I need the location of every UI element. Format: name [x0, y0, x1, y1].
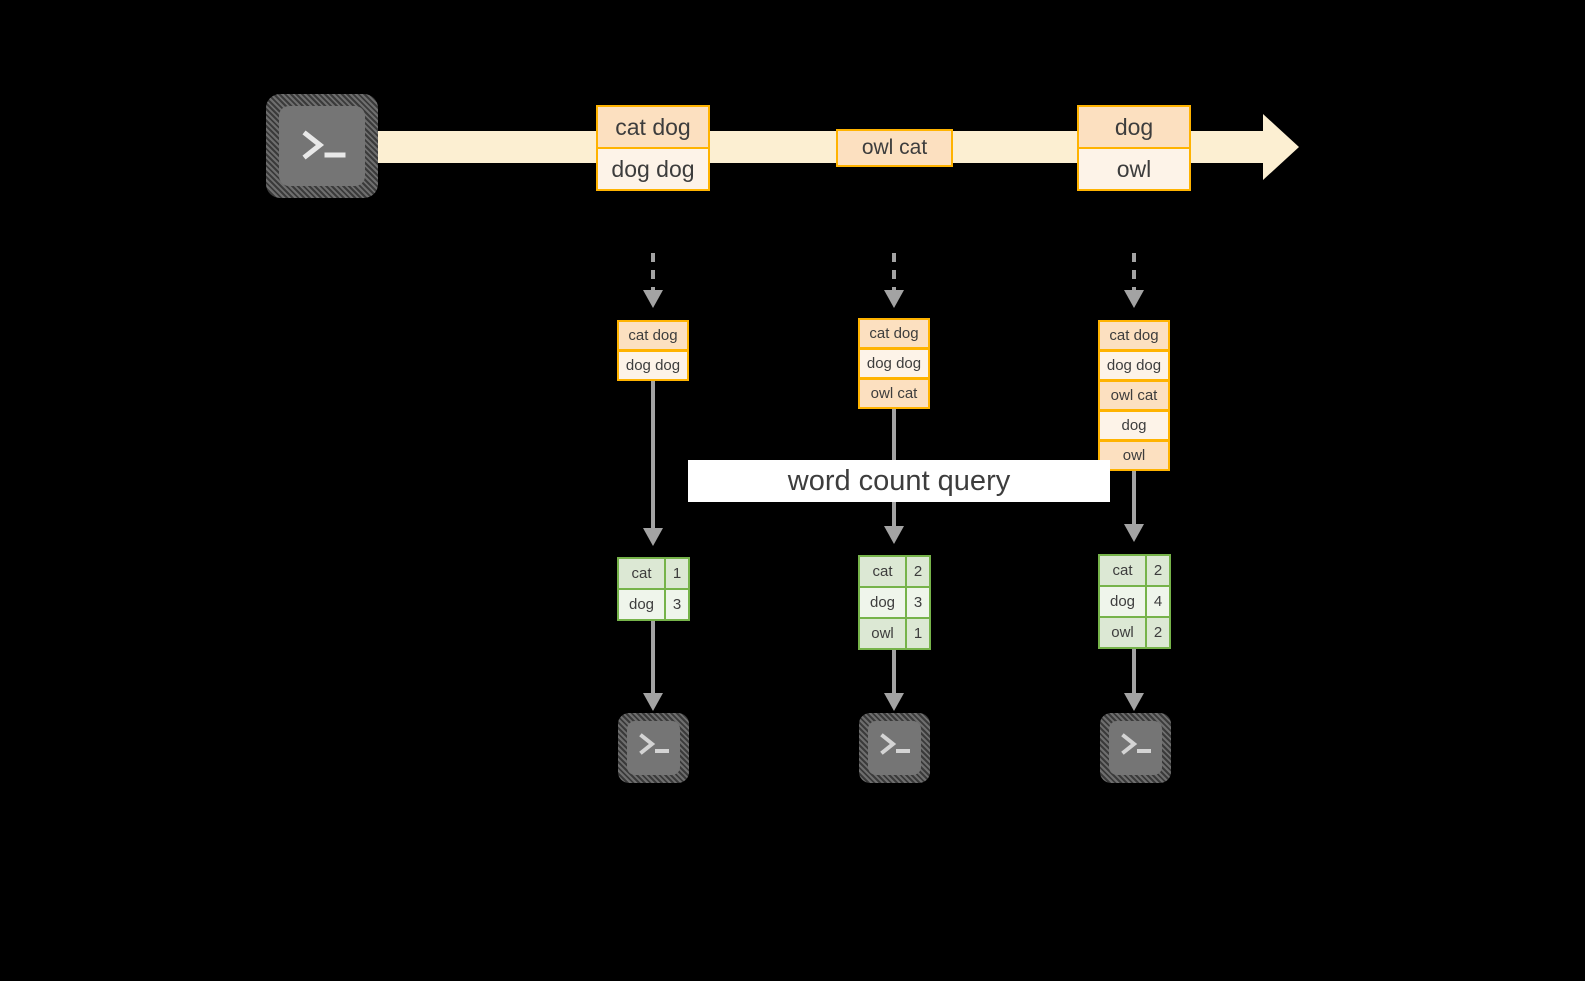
- count-cell: 1: [905, 619, 929, 648]
- table-row: cat 1: [619, 559, 688, 588]
- count-cell: 3: [905, 588, 929, 617]
- table-row: owl 1: [860, 617, 929, 648]
- result-to-consumer-connector: [892, 650, 896, 696]
- result-to-consumer-arrowhead: [1124, 693, 1144, 711]
- result-to-consumer-connector: [651, 621, 655, 696]
- snapshot-record: cat dog: [1098, 320, 1170, 351]
- consumer-prompt-icon: [880, 733, 910, 755]
- snapshot-record: dog dog: [617, 350, 689, 381]
- stream-record: owl: [1077, 147, 1191, 191]
- stream-to-snapshot-arrowhead: [884, 290, 904, 308]
- snapshot-record: cat dog: [617, 320, 689, 351]
- result-table: cat 2 dog 3 owl 1: [858, 555, 931, 650]
- result-to-consumer-connector: [1132, 649, 1136, 696]
- word-cell: owl: [1100, 618, 1145, 647]
- stream-record: cat dog: [596, 105, 710, 149]
- stream-to-snapshot-arrowhead: [643, 290, 663, 308]
- stream-record: owl cat: [836, 129, 953, 167]
- count-cell: 2: [1145, 618, 1169, 647]
- stream-to-snapshot-connector: [1132, 253, 1136, 293]
- result-to-consumer-arrowhead: [643, 693, 663, 711]
- snapshot-record: dog: [1098, 410, 1170, 441]
- stream-to-snapshot-connector: [892, 253, 896, 293]
- snapshot-record: dog dog: [858, 348, 930, 379]
- word-cell: owl: [860, 619, 905, 648]
- stream-to-snapshot-connector: [651, 253, 655, 293]
- stream-to-snapshot-arrowhead: [1124, 290, 1144, 308]
- result-table: cat 1 dog 3: [617, 557, 690, 621]
- word-cell: dog: [860, 588, 905, 617]
- snapshot-to-result-connector: [1132, 471, 1136, 528]
- consumer-icon-face: [1109, 721, 1162, 775]
- consumer-terminal-icon[interactable]: [859, 713, 930, 783]
- query-label-band: word count query: [688, 460, 1110, 502]
- snapshot-to-result-connector: [651, 381, 655, 531]
- table-row: dog 3: [860, 586, 929, 617]
- snapshot-record: dog dog: [1098, 350, 1170, 381]
- count-cell: 1: [664, 559, 688, 588]
- table-row: owl 2: [1100, 616, 1169, 647]
- result-to-consumer-arrowhead: [884, 693, 904, 711]
- snapshot-record: cat dog: [858, 318, 930, 349]
- count-cell: 3: [664, 590, 688, 619]
- word-cell: cat: [860, 557, 905, 586]
- consumer-prompt-icon: [639, 733, 669, 755]
- consumer-terminal-icon[interactable]: [618, 713, 689, 783]
- word-cell: dog: [1100, 587, 1145, 616]
- snapshot-record: owl: [1098, 440, 1170, 471]
- word-cell: cat: [619, 559, 664, 588]
- snapshot-to-result-arrowhead: [643, 528, 663, 546]
- snapshot-record: owl cat: [858, 378, 930, 409]
- count-cell: 2: [905, 557, 929, 586]
- producer-terminal-icon[interactable]: [266, 94, 378, 198]
- event-stream-arrowhead: [1263, 114, 1299, 180]
- snapshot-record: owl cat: [1098, 380, 1170, 411]
- snapshot-to-result-arrowhead: [884, 526, 904, 544]
- count-cell: 4: [1145, 587, 1169, 616]
- count-cell: 2: [1145, 556, 1169, 585]
- table-row: dog 3: [619, 588, 688, 619]
- word-cell: dog: [619, 590, 664, 619]
- stream-record: dog dog: [596, 147, 710, 191]
- table-row: cat 2: [860, 557, 929, 586]
- consumer-terminal-icon[interactable]: [1100, 713, 1171, 783]
- table-row: cat 2: [1100, 556, 1169, 585]
- stream-record: dog: [1077, 105, 1191, 149]
- consumer-icon-face: [868, 721, 921, 775]
- result-table: cat 2 dog 4 owl 2: [1098, 554, 1171, 649]
- consumer-icon-face: [627, 721, 680, 775]
- word-cell: cat: [1100, 556, 1145, 585]
- snapshot-to-result-arrowhead: [1124, 524, 1144, 542]
- table-row: dog 4: [1100, 585, 1169, 616]
- producer-prompt-icon: [302, 130, 346, 160]
- consumer-prompt-icon: [1121, 733, 1151, 755]
